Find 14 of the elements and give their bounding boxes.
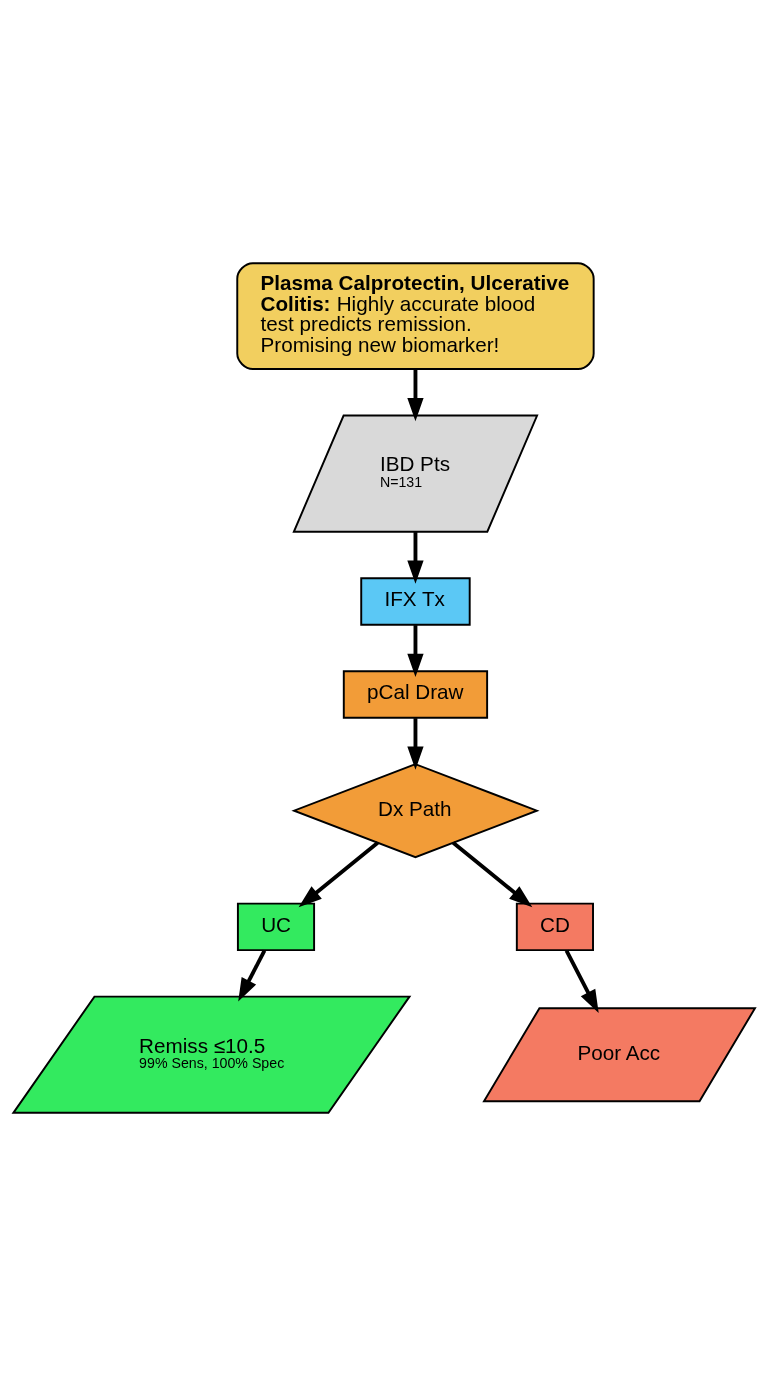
- node-diamond: Dx Path: [291, 763, 540, 859]
- node-box: CD: [515, 902, 594, 952]
- node-box: pCal Draw: [342, 670, 489, 719]
- arrow: [564, 949, 599, 1014]
- node-box: IFX Tx: [360, 577, 471, 626]
- arrow: [238, 949, 267, 1002]
- arrow: [407, 718, 424, 770]
- node-box: UC: [236, 902, 316, 952]
- node-box: Plasma Calprotectin, Ulcerative Colitis: Highly accurate blood test predicts remission. Promising new biomarker!: [236, 262, 595, 371]
- arrow: [407, 532, 424, 584]
- arrow: [407, 625, 424, 677]
- arrow: [298, 841, 379, 908]
- arrow: [452, 841, 533, 908]
- arrow: [407, 369, 424, 422]
